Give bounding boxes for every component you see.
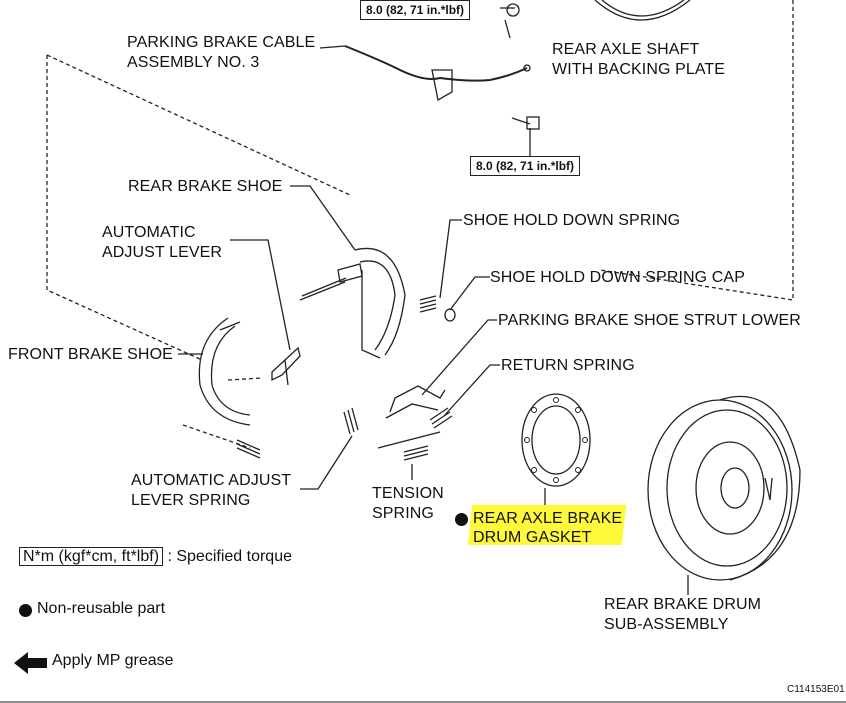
gasket-holes <box>524 397 588 483</box>
adjust-lever-spring-coil <box>236 439 261 459</box>
backing-plate-arc <box>594 0 691 21</box>
tension-spring-rod <box>377 431 441 449</box>
label-parking-brake-strut: PARKING BRAKE SHOE STRUT LOWER <box>498 312 801 329</box>
grease-arrow-icon <box>14 652 47 674</box>
label-brake-drum-1: REAR BRAKE DRUM <box>604 596 762 613</box>
label-auto-adjust-lever-1: AUTOMATIC <box>102 224 196 241</box>
label-shoe-hold-down-spring-cap: SHOE HOLD DOWN SPRING CAP <box>490 269 745 286</box>
label-axle-shaft-2: WITH BACKING PLATE <box>552 61 726 78</box>
legend-torque-box: N*m (kgf*cm, ft*lbf) <box>19 547 164 566</box>
return-spring-drawing <box>429 407 453 429</box>
label-front-brake-shoe: FRONT BRAKE SHOE <box>8 346 173 363</box>
torque-spec-top: 8.0 (82, 71 in.*lbf) <box>360 0 471 20</box>
label-tension-spring-2: SPRING <box>372 505 434 522</box>
hold-down-spring-drawing <box>419 295 456 322</box>
label-parking-cable-1: PARKING BRAKE CABLE <box>127 34 316 51</box>
label-drum-gasket-1: REAR AXLE BRAKE <box>473 510 623 527</box>
tension-spring-coil <box>403 445 429 461</box>
label-return-spring: RETURN SPRING <box>501 357 635 374</box>
front-brake-shoe-drawing <box>198 317 251 426</box>
parking-cable <box>344 45 528 82</box>
label-rear-brake-shoe: REAR BRAKE SHOE <box>128 178 283 195</box>
dashed-front-shoe <box>227 377 263 381</box>
dashed-outline-top <box>46 54 351 196</box>
dashed-lever-spring <box>182 424 251 449</box>
auto-adjust-spring-coil <box>343 407 359 435</box>
label-auto-adjust-spring-2: LEVER SPRING <box>131 492 251 509</box>
label-auto-adjust-lever-2: ADJUST LEVER <box>102 244 223 261</box>
strut-lower-drawing <box>389 385 446 413</box>
auto-adjust-lever-drawing <box>271 346 301 386</box>
dashed-outline-right <box>599 0 794 301</box>
bolt-top <box>500 3 520 17</box>
figure-code: C114153E01 <box>787 684 845 695</box>
nonreusable-dot-icon <box>455 513 468 526</box>
label-tension-spring-1: TENSION <box>372 485 444 502</box>
label-brake-drum-2: SUB-ASSEMBLY <box>604 616 729 633</box>
drum-gasket-drawing <box>521 393 591 487</box>
rear-brake-shoe-drawing <box>299 247 406 359</box>
legend-nonreusable: Non-reusable part <box>37 600 166 617</box>
label-drum-gasket-2: DRUM GASKET <box>473 529 592 546</box>
legend-torque: N*m (kgf*cm, ft*lbf) : Specified torque <box>19 547 292 566</box>
dashed-outline-left <box>46 55 203 361</box>
label-parking-cable-2: ASSEMBLY NO. 3 <box>127 54 260 71</box>
label-axle-shaft-1: REAR AXLE SHAFT <box>552 41 700 58</box>
legend-grease: Apply MP grease <box>52 652 174 669</box>
legend-torque-text: : Specified torque <box>167 548 292 565</box>
torque-spec-mid: 8.0 (82, 71 in.*lbf) <box>470 156 581 176</box>
bolt-mid <box>511 116 540 158</box>
legend-nonreusable-dot-icon <box>19 604 32 617</box>
label-auto-adjust-spring-1: AUTOMATIC ADJUST <box>131 472 292 489</box>
label-shoe-hold-down-spring: SHOE HOLD DOWN SPRING <box>463 212 681 229</box>
brake-drum-drawing <box>647 395 801 581</box>
